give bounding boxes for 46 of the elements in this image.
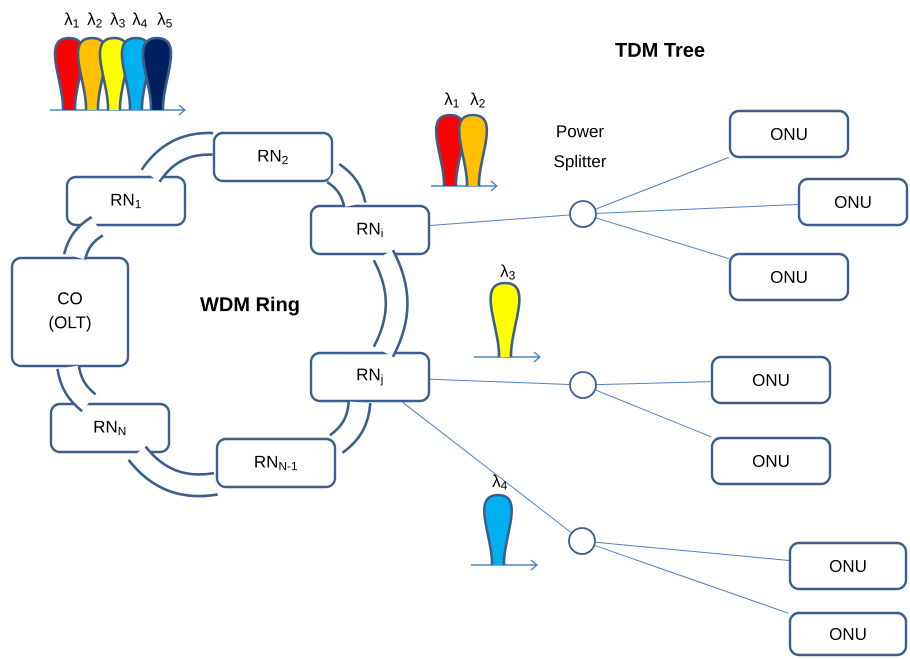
rounded-box: RN$_{2}$ bbox=[212, 132, 334, 182]
wavelength-label: λ$_{4}$ bbox=[132, 12, 147, 28]
wavelength-label: λ$_{3}$ bbox=[500, 264, 515, 280]
rounded-box: RN$_{N-1}$ bbox=[216, 438, 336, 488]
rounded-box: ONU bbox=[788, 542, 908, 590]
rounded-box: ONU bbox=[710, 436, 832, 486]
ring-segment bbox=[128, 445, 218, 498]
rounded-box: ONU bbox=[710, 356, 832, 404]
rounded-box: RN$_{j}$ bbox=[310, 352, 430, 402]
rounded-box: ONU bbox=[788, 612, 908, 656]
ring-segment bbox=[140, 132, 213, 183]
wavelength-label: λ$_{1}$ bbox=[444, 92, 459, 108]
wavelength-label: λ$_{2}$ bbox=[470, 92, 485, 108]
splitter-circle bbox=[569, 371, 597, 399]
fiber-line bbox=[595, 390, 712, 438]
fiber-line bbox=[596, 381, 712, 386]
splitter-circle bbox=[569, 200, 597, 228]
rounded-box: RN$_{1}$ bbox=[66, 176, 186, 226]
rounded-box: ONU bbox=[728, 252, 850, 302]
wavelength-label: λ$_{5}$ bbox=[157, 12, 172, 28]
wavelength-label: λ$_{1}$ bbox=[64, 12, 79, 28]
ring-segment bbox=[372, 250, 409, 358]
fiber-line bbox=[594, 545, 790, 614]
fiber-line bbox=[430, 214, 570, 226]
rounded-box: ONU bbox=[728, 110, 850, 158]
wavelength-label: λ$_{3}$ bbox=[110, 12, 125, 28]
rounded-box: RN$_{i}$ bbox=[310, 204, 430, 256]
ring-segment bbox=[56, 365, 97, 412]
fiber-line bbox=[596, 204, 798, 214]
splitter-label: Power Splitter bbox=[554, 125, 606, 171]
splitter-circle bbox=[568, 527, 596, 555]
wavelength-label: λ$_{2}$ bbox=[87, 12, 102, 28]
heading: TDM Tree bbox=[615, 43, 704, 57]
ring-segment bbox=[328, 401, 372, 454]
fiber-line bbox=[596, 218, 730, 260]
fiber-line bbox=[595, 156, 730, 210]
heading: WDM Ring bbox=[200, 296, 299, 316]
wavelength-label: λ$_{4}$ bbox=[492, 474, 507, 490]
rounded-box: ONU bbox=[798, 178, 908, 226]
fiber-line bbox=[430, 378, 570, 385]
fiber-line bbox=[402, 402, 572, 533]
ring-segment bbox=[326, 163, 367, 208]
fiber-line bbox=[595, 542, 790, 561]
ring-segment bbox=[62, 216, 104, 260]
rounded-box: CO (OLT) bbox=[10, 256, 130, 368]
rounded-box: RN$_{N}$ bbox=[50, 402, 170, 454]
